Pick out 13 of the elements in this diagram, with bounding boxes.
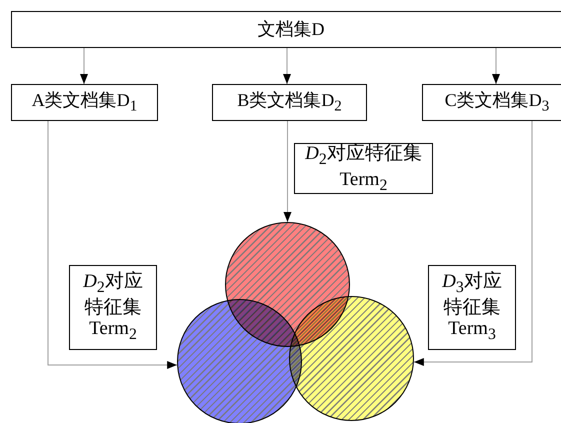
- class-box: A类文档集D$_{1}$: [11, 84, 158, 121]
- arrow: [48, 120, 178, 369]
- arrow: [80, 48, 88, 84]
- arrow: [492, 48, 500, 84]
- feature-box: D$_{2}$对应特征集 Term$_{2}$: [69, 265, 157, 350]
- top-box: 文档集D: [11, 11, 561, 48]
- feature-box: D$_{2}$对应特征集 Term$_{2}$: [294, 143, 433, 194]
- arrow: [283, 48, 291, 84]
- arrow: [284, 120, 292, 222]
- feature-box: D$_{3}$对应特征集 Term$_{3}$: [428, 265, 516, 350]
- class-box: B类文档集D$_{2}$: [212, 84, 367, 121]
- class-box: C类文档集D$_{3}$: [422, 84, 561, 121]
- arrow: [413, 120, 532, 366]
